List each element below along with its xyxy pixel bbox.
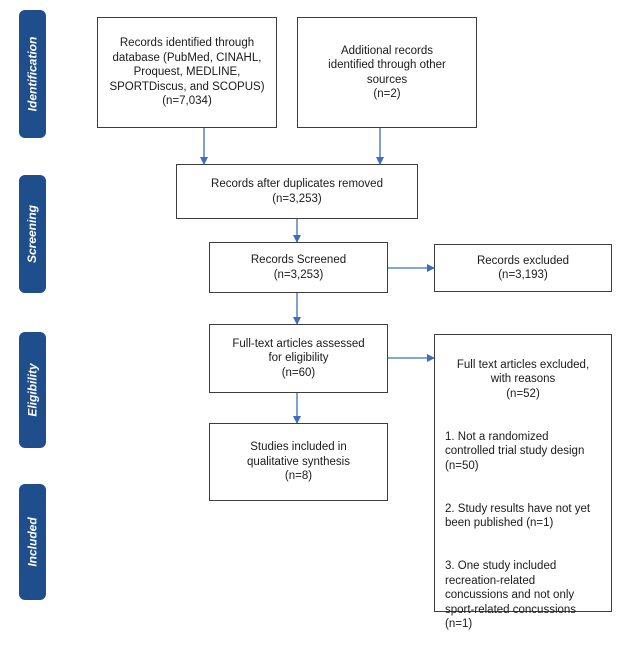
stage-included: Included (19, 484, 46, 600)
box-other-sources: Additional records identified through ot… (297, 17, 477, 128)
box-records-excluded-text: Records excluded (n=3,193) (476, 254, 570, 282)
exclusion-reason-3: 3. One study included recreation-related… (445, 560, 577, 630)
flow-arrows (200, 128, 435, 424)
box-records-excluded: Records excluded (n=3,193) (434, 244, 612, 292)
stage-eligibility: Eligibility (19, 332, 46, 448)
exclusion-reason-2: 2. Study results have not yet been publi… (445, 502, 591, 530)
box-database-records: Records identified through database (Pub… (97, 17, 277, 128)
box-records-screened: Records Screened (n=3,253) (209, 242, 388, 293)
box-studies-included-text: Studies included in qualitative synthesi… (247, 441, 350, 483)
box-fulltext-excluded: Full text articles excluded, with reason… (434, 334, 612, 630)
box-fulltext-assessed-text: Full-text articles assessed for eligibil… (232, 337, 365, 379)
box-after-duplicates-text: Records after duplicates removed (n=3,25… (211, 178, 383, 205)
box-other-sources-text: Additional records identified through ot… (328, 44, 446, 101)
box-after-duplicates: Records after duplicates removed (n=3,25… (176, 164, 418, 219)
box-database-records-text: Records identified through database (Pub… (109, 37, 265, 108)
stage-identification: Identification (19, 10, 46, 138)
box-fulltext-excluded-content: Full text articles excluded, with reason… (445, 343, 601, 646)
box-fulltext-assessed: Full-text articles assessed for eligibil… (209, 324, 388, 393)
exclusion-reason-1: 1. Not a randomized controlled trial stu… (445, 430, 585, 472)
stage-screening: Screening (19, 175, 46, 293)
fulltext-excluded-heading: Full text articles excluded, with reason… (456, 358, 590, 400)
box-studies-included: Studies included in qualitative synthesi… (209, 423, 388, 501)
box-records-screened-text: Records Screened (n=3,253) (250, 254, 347, 281)
